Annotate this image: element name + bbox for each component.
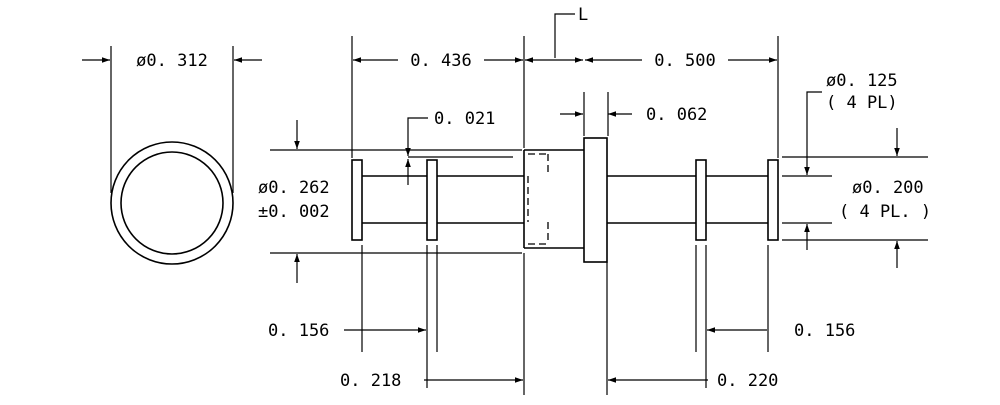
left-diameter-label-line2: ±0. 002 (258, 202, 330, 222)
left-dimensions (270, 117, 522, 283)
left-groove-spacing-label: 0. 156 (268, 321, 329, 341)
groove-depth-label: 0. 021 (434, 109, 495, 129)
flange (583, 137, 608, 263)
groove-ring (695, 159, 707, 241)
right-dimensions (782, 91, 928, 268)
top-dimensions (351, 13, 779, 158)
left-groove-to-flange-label: 0. 218 (340, 371, 401, 391)
right-diameter-label-line2: ( 4 PL. ) (839, 202, 931, 222)
leader-line (405, 117, 428, 156)
groove-diameter-label-line2: ( 4 PL) (826, 93, 898, 113)
end-view-diameter-label: ø0. 312 (136, 51, 208, 71)
right-length-label: 0. 500 (654, 51, 715, 71)
end-view (82, 46, 262, 265)
end-view-inner-circle (120, 151, 224, 255)
leader-line (804, 91, 822, 175)
bottom-dimensions (344, 245, 769, 395)
right-groove-spacing-label: 0. 156 (794, 321, 855, 341)
groove-ring (426, 159, 438, 241)
groove-diameter-label-line1: ø0. 125 (826, 71, 898, 91)
groove-ring (767, 159, 779, 241)
end-view-outer-circle (110, 141, 234, 265)
dimension-labels: ø0. 312 0. 436 L 0. 500 0. 021 0. 062 ø0… (136, 5, 931, 391)
leader-line (554, 13, 575, 58)
right-diameter-label-line1: ø0. 200 (852, 178, 924, 198)
side-view (351, 137, 779, 263)
flange-thickness-label: 0. 062 (646, 105, 707, 125)
left-diameter-label-line1: ø0. 262 (258, 178, 330, 198)
left-length-label: 0. 436 (410, 51, 471, 71)
groove-ring (351, 159, 363, 241)
right-groove-to-flange-label: 0. 220 (717, 371, 778, 391)
reference-l-label: L (578, 5, 588, 25)
hidden-lines (527, 153, 549, 245)
